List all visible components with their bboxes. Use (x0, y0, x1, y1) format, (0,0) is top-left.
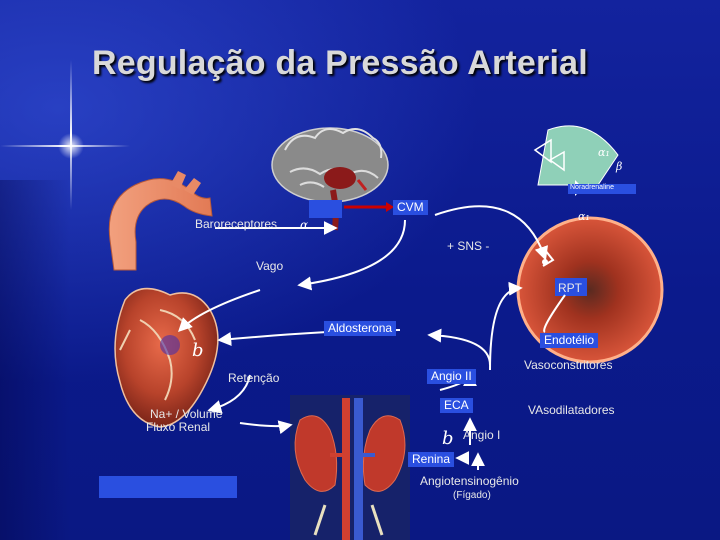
noradrenaline-label: Noradrenaline (570, 184, 614, 192)
fluxo-renal-label: Fluxo Renal (146, 421, 210, 434)
kidneys-illustration (290, 395, 410, 540)
baroreceptores-label: Baroreceptores (195, 218, 277, 231)
figado-label: (Fígado) (453, 490, 491, 501)
vasodilatadores-label: VAsodilatadores (528, 404, 615, 417)
aldosterona-box: Aldosterona (324, 321, 396, 336)
endotelio-box: Endotélio (540, 333, 598, 348)
sns-label: + SNS - (447, 240, 489, 253)
receptor-alpha2-label: α₁ (578, 210, 590, 223)
vago-label: Vago (256, 260, 283, 273)
receptor-beta-label: β (616, 160, 622, 173)
cvm-box: CVM (393, 200, 428, 215)
angio-i-label: Angio I (463, 429, 500, 442)
arrow-volume-kidney (240, 423, 290, 426)
alpha-baro-label: α (300, 218, 308, 232)
angio-ii-box: Angio II (427, 369, 476, 384)
arrow-angio-aldosterona (430, 335, 490, 365)
angiotensinogenio-label: Angiotensinogênio (420, 475, 519, 488)
eca-box: ECA (440, 398, 473, 413)
beta-kidney-label: b (442, 428, 454, 449)
arrow-cvm-vago (300, 220, 405, 285)
vasoconstritores-label: Vasoconstritores (524, 359, 612, 372)
receptor-alpha1-label: α₁ (598, 146, 610, 159)
beta-heart-label: b (192, 340, 204, 361)
retencao-label: Retenção (228, 372, 279, 385)
empty-blue-box (99, 476, 237, 498)
rpt-label: RPT (558, 282, 582, 295)
renina-box: Renina (408, 452, 454, 467)
brain-blue-box (309, 200, 342, 218)
arrow-angio-rpt (490, 288, 520, 370)
